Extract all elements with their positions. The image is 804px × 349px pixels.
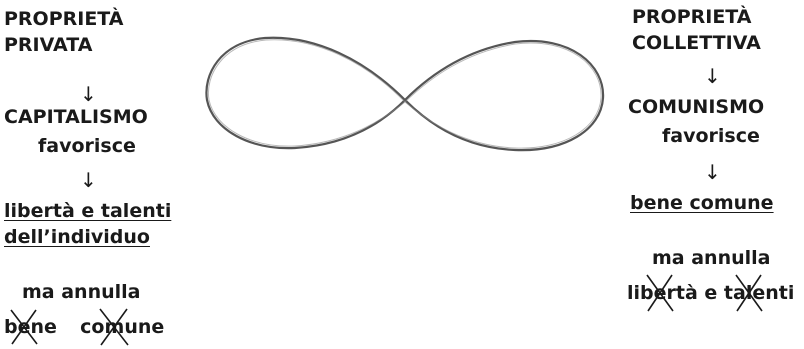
- right-heading-line1: PROPRIETÀ: [632, 6, 752, 28]
- infinity-symbol-icon: [195, 20, 615, 170]
- left-cw2-struck: m: [105, 316, 125, 338]
- right-verb: favorisce: [662, 125, 760, 147]
- right-heading-line2: COLLETTIVA: [632, 32, 761, 54]
- cross-out-icon: [98, 307, 130, 347]
- left-result-line1: libertà e talenti: [4, 200, 171, 222]
- right-system: COMUNISMO: [628, 96, 764, 118]
- left-cw1-struck: e: [18, 316, 31, 338]
- left-but-text: ma annulla: [22, 281, 140, 303]
- right-cw1-part-c: rtà e: [667, 282, 724, 304]
- right-but-text: ma annulla: [652, 247, 770, 269]
- cross-out-icon: [645, 273, 675, 313]
- cross-out-icon: [9, 308, 39, 346]
- right-result: bene comune: [630, 192, 774, 214]
- right-arrow-2: ↓: [704, 162, 721, 182]
- left-heading-line2: PRIVATA: [4, 34, 92, 56]
- left-verb: favorisce: [38, 135, 136, 157]
- left-arrow-2: ↓: [80, 170, 97, 190]
- left-system: CAPITALISMO: [4, 106, 148, 128]
- right-cw1-struck: e: [654, 282, 667, 304]
- left-heading-line1: PROPRIETÀ: [4, 8, 124, 30]
- left-arrow-1: ↓: [80, 84, 97, 104]
- left-result-line2: dell’individuo: [4, 226, 150, 248]
- right-arrow-1: ↓: [704, 66, 721, 86]
- right-cw2-struck: l: [746, 282, 753, 304]
- cross-out-icon: [734, 273, 764, 313]
